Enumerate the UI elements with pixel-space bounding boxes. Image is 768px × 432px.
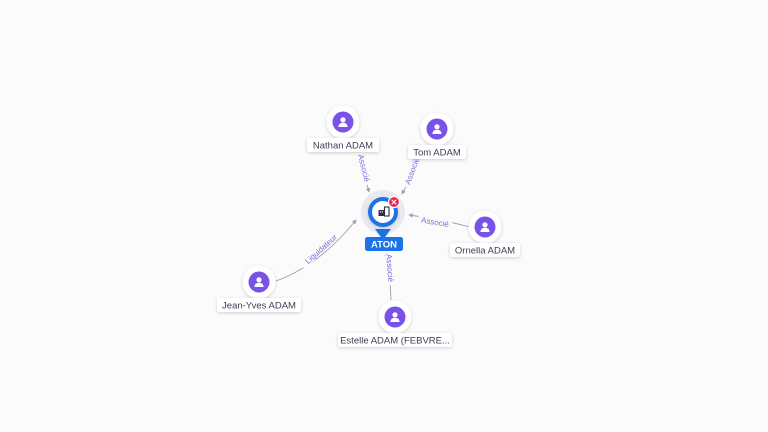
center-node-aton[interactable]: ATON: [361, 190, 405, 251]
person-label-jeanyves: Jean-Yves ADAM: [222, 300, 296, 311]
edge-label-ornella: Associé: [420, 215, 450, 229]
person-icon: [338, 117, 348, 127]
edge-label-bg-estelle: [384, 250, 397, 286]
person-icon: [480, 222, 490, 232]
edge-ornella: Associé: [408, 213, 471, 229]
person-icon: [254, 277, 264, 287]
center-label-box: [365, 237, 403, 251]
person-label-nathan: Nathan ADAM: [313, 140, 373, 151]
edge-line-jeanyves: [275, 219, 357, 282]
person-node-estelle[interactable]: Estelle ADAM (FEBVRE...: [338, 300, 452, 348]
person-label-box: [338, 333, 452, 347]
person-node-ornella[interactable]: Ornella ADAM: [450, 210, 520, 258]
center-label: ATON: [371, 239, 397, 250]
person-node-tom[interactable]: Tom ADAM: [408, 112, 466, 160]
edge-label-bg-ornella: [417, 214, 453, 229]
edge-label-bg-jeanyves: [298, 228, 343, 270]
edge-jeanyves: Liquidateur: [275, 219, 357, 282]
edge-label-tom: Associé: [403, 156, 421, 186]
edge-label-nathan: Associé: [356, 153, 372, 183]
company-icon: [378, 206, 390, 217]
person-label-box: [307, 138, 379, 152]
center-pin-tip: [375, 229, 391, 240]
edge-label-estelle: Associé: [384, 254, 395, 283]
person-label-tom: Tom ADAM: [413, 147, 461, 158]
person-label-ornella: Ornella ADAM: [455, 245, 515, 256]
person-label-box: [217, 298, 301, 312]
person-label-estelle: Estelle ADAM (FEBVRE...: [340, 335, 450, 346]
edge-estelle: Associé: [384, 250, 397, 301]
person-icon: [390, 312, 400, 322]
person-label-box: [450, 243, 520, 257]
person-node-jeanyves[interactable]: Jean-Yves ADAM: [217, 265, 301, 313]
person-icon: [432, 124, 442, 134]
person-node-nathan[interactable]: Nathan ADAM: [307, 105, 379, 153]
nodes-layer: Nathan ADAM Tom ADAM Ornella ADAM Estelle A…: [217, 105, 520, 348]
edge-label-jeanyves: Liquidateur: [303, 232, 339, 265]
edge-label-bg-tom: [401, 153, 422, 189]
edge-label-bg-nathan: [355, 150, 373, 186]
close-icon-cross: [391, 199, 397, 205]
person-label-box: [408, 145, 466, 159]
